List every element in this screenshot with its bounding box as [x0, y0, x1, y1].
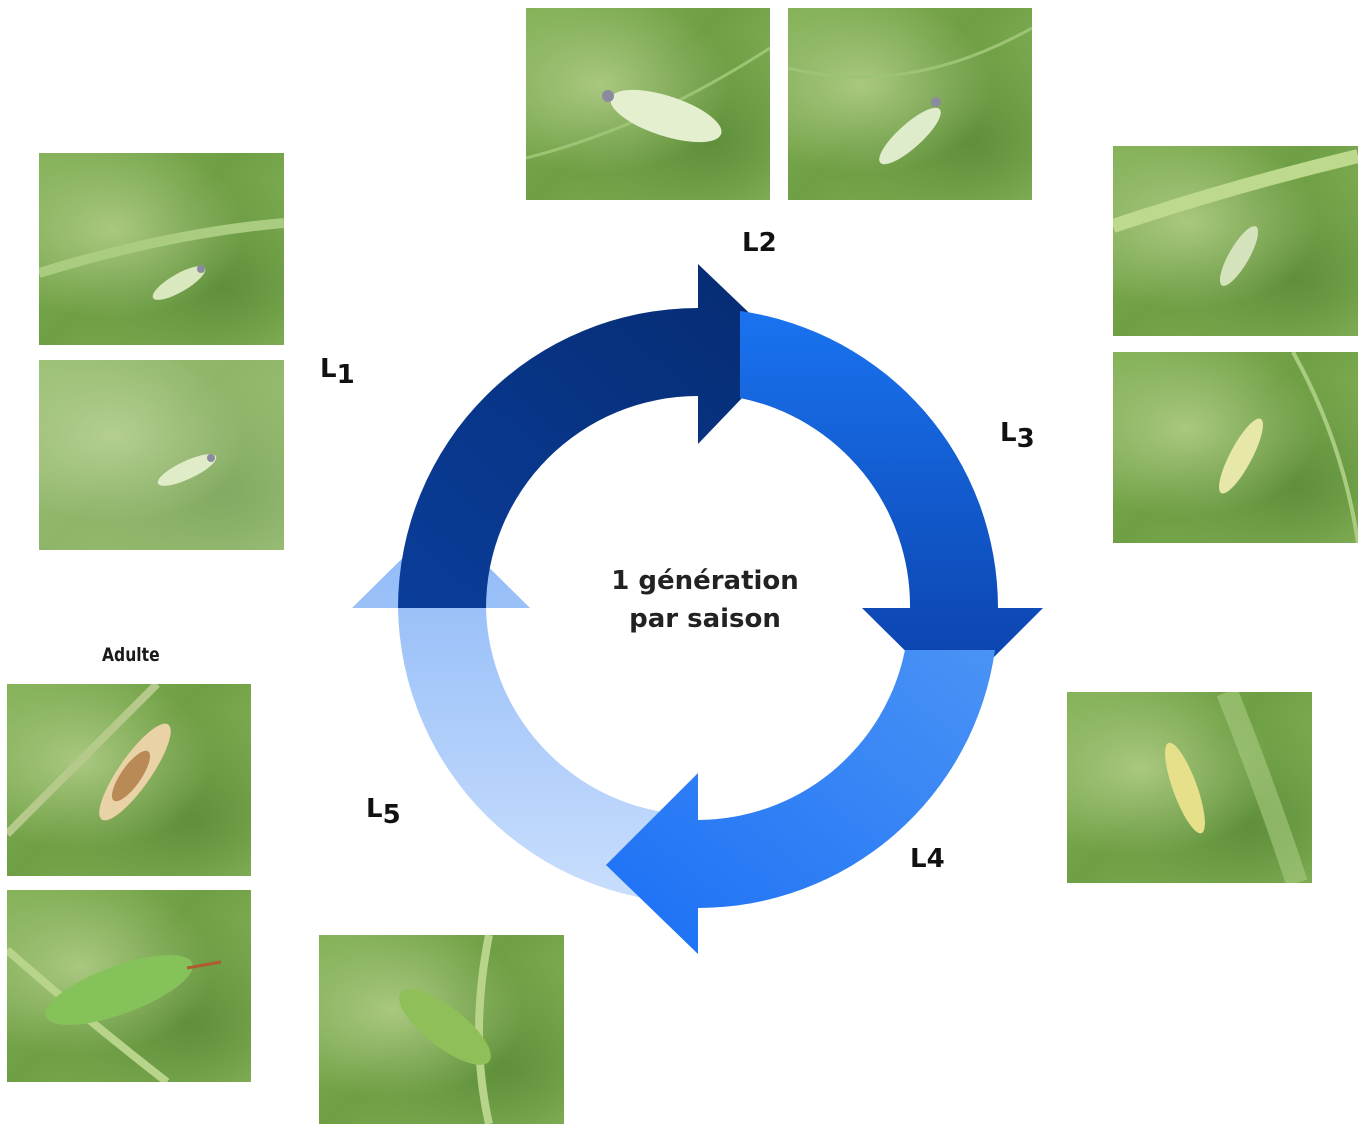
- center-caption-line2: par saison: [560, 600, 850, 638]
- center-caption-line1: 1 génération: [560, 562, 850, 600]
- label-l4: L4: [910, 844, 945, 874]
- arrow-l3-to-l4: [606, 650, 995, 954]
- label-l5: L5: [366, 794, 401, 824]
- label-l2: L2: [742, 228, 777, 258]
- center-caption: 1 génération par saison: [560, 562, 850, 638]
- arrow-l2-to-l3: [740, 311, 1043, 698]
- label-l1: L1: [320, 354, 355, 384]
- label-l3: L3: [1000, 418, 1035, 448]
- label-adult: Adulte: [102, 644, 160, 666]
- arrow-l1-to-l2: [398, 264, 788, 608]
